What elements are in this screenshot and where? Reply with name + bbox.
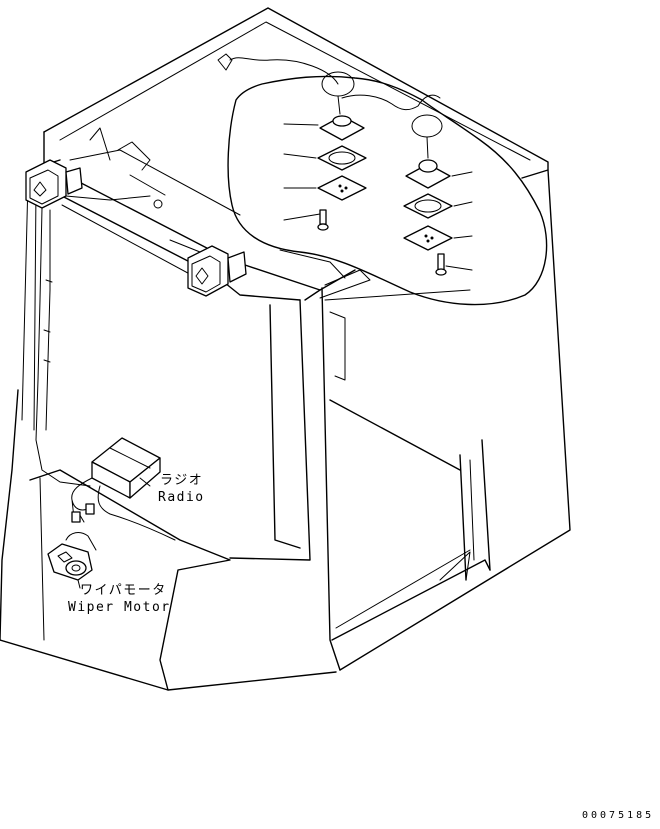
- left-work-lamp: [25, 159, 83, 209]
- radio-label-jp: ラジオ: [160, 473, 203, 488]
- right-speaker-assembly: [403, 114, 473, 276]
- wiper-motor-label: ワイパモータ Wiper Motor: [68, 579, 171, 615]
- cab-shell: [0, 7, 571, 691]
- roof-liner-outline: [227, 75, 548, 306]
- wiper-motor-label-en: Wiper Motor: [68, 600, 171, 615]
- radio-label: ラジオ Radio: [139, 473, 205, 505]
- lamp-harness: [35, 195, 151, 487]
- left-speaker-assembly: [283, 71, 367, 231]
- speaker-harness: [229, 57, 441, 111]
- cab-pillars: [229, 249, 491, 671]
- radio-label-en: Radio: [158, 490, 205, 505]
- radio-unit: [91, 437, 161, 499]
- wiper-motor: [47, 532, 97, 581]
- wiper-motor-label-jp: ワイパモータ: [80, 583, 167, 598]
- radio-harness: [71, 477, 176, 541]
- right-work-lamp: [187, 245, 247, 297]
- drawing-number: 00075185: [582, 810, 654, 821]
